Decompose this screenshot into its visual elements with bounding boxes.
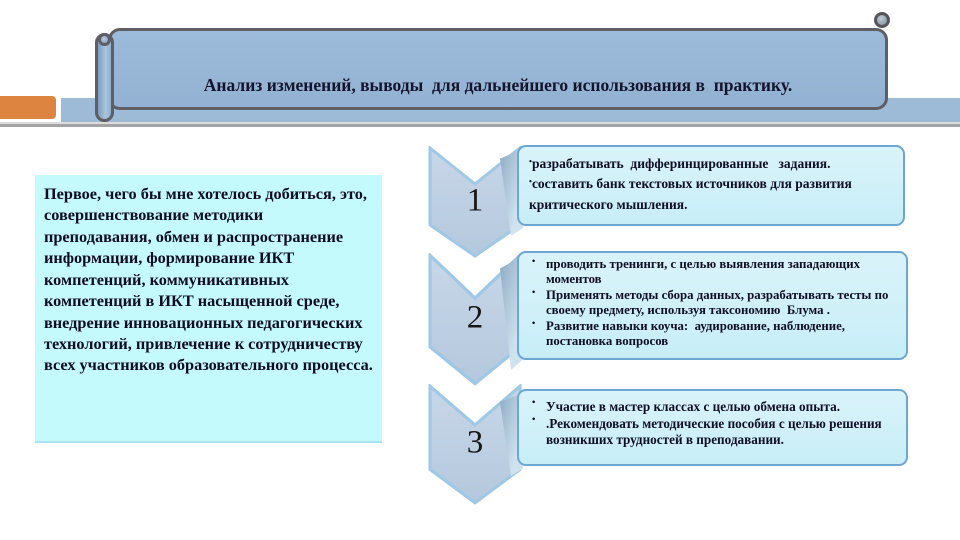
step-1-bullet-list: разрабатывать дифферинцированные задания…	[519, 147, 903, 219]
step-3-bullet-list: Участие в мастер классах с целью обмена …	[519, 391, 906, 452]
step-3-number: 3	[466, 424, 484, 461]
orange-accent-bar	[0, 96, 56, 119]
step-2-box-face: проводить тренинги, с целью выявления за…	[517, 251, 908, 360]
step-2-box: проводить тренинги, с целью выявления за…	[500, 251, 908, 370]
intro-text: Первое, чего бы мне хотелось добиться, э…	[44, 184, 373, 375]
step-3-box-face: Участие в мастер классах с целью обмена …	[517, 389, 908, 466]
band-highlight-line	[0, 122, 960, 124]
band-shadow-line	[0, 124, 960, 127]
step-1-number: 1	[466, 182, 484, 219]
scroll-roll-left	[95, 33, 114, 122]
step-2-chevron: 2	[428, 253, 522, 386]
bullet-item: Участие в мастер классах с целью обмена …	[529, 398, 900, 416]
step-1-box: разрабатывать дифферинцированные задания…	[500, 145, 905, 236]
title-banner: Анализ изменений, выводы для дальнейшего…	[108, 28, 888, 110]
bullet-item: проводить тренинги, с целью выявления за…	[529, 256, 900, 288]
bullet-item: Применять методы сбора данных, разрабаты…	[529, 287, 900, 319]
step-3-box: Участие в мастер классах с целью обмена …	[500, 389, 908, 476]
bullet-item: .Рекомендовать методические пособия с це…	[529, 415, 900, 449]
step-2-bullet-list: проводить тренинги, с целью выявления за…	[519, 253, 906, 353]
scroll-knob-right-icon	[874, 12, 890, 28]
bullet-item: составить банк текстовых источников для …	[529, 174, 895, 215]
slide-title: Анализ изменений, выводы для дальнейшего…	[203, 75, 793, 95]
step-1-box-face: разрабатывать дифферинцированные задания…	[517, 145, 905, 226]
bullet-item: Развитие навыки коуча: аудирование, набл…	[529, 318, 900, 350]
intro-panel: Первое, чего бы мне хотелось добиться, э…	[35, 175, 382, 443]
scroll-roll-cap-icon	[98, 33, 111, 46]
step-2-number: 2	[466, 299, 484, 336]
bullet-item: разрабатывать дифферинцированные задания…	[529, 154, 895, 174]
